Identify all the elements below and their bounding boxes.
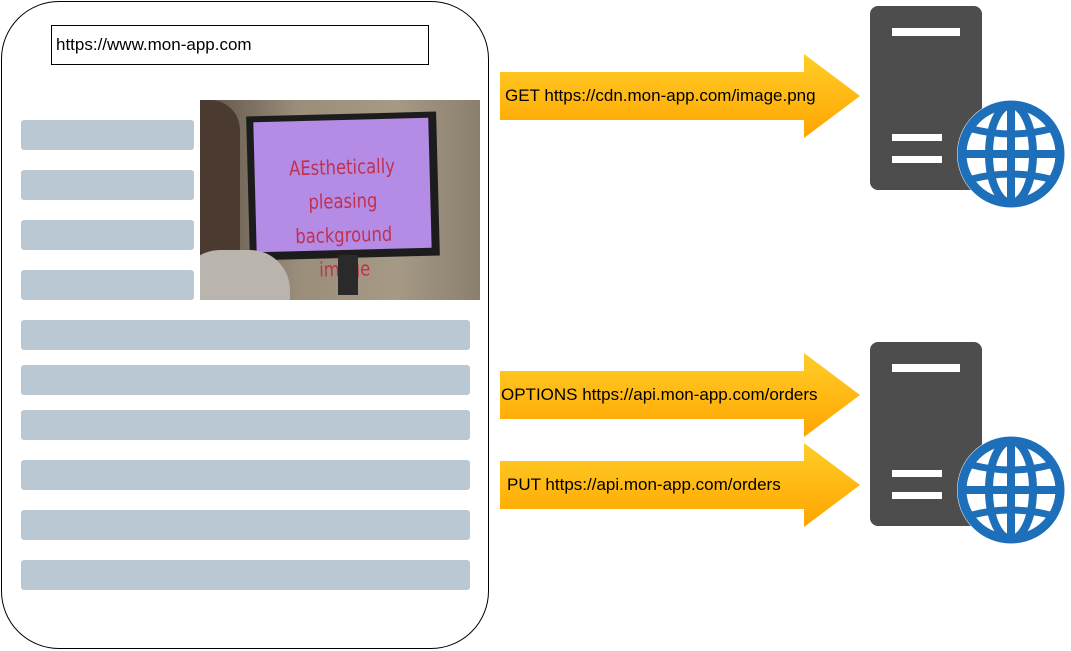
- request-label-put: PUT https://api.mon-app.com/orders: [507, 475, 781, 494]
- content-placeholder-bar: [21, 320, 470, 350]
- content-placeholder-bar: [21, 170, 194, 200]
- content-placeholder-bar: [21, 270, 194, 300]
- content-placeholder-bar: [21, 120, 194, 150]
- image-caption-line-1: AEsthetically pleasing: [288, 153, 396, 214]
- request-arrow-options: [500, 353, 860, 437]
- request-arrow-put: [500, 443, 860, 527]
- background-image: AEsthetically pleasing background image: [200, 100, 480, 300]
- request-arrow-get: [500, 54, 860, 138]
- request-label-get: GET https://cdn.mon-app.com/image.png: [505, 86, 816, 105]
- content-placeholder-bar: [21, 365, 470, 395]
- content-placeholder-bar: [21, 510, 470, 540]
- content-placeholder-bar: [21, 410, 470, 440]
- content-placeholder-bar: [21, 220, 194, 250]
- request-label-options: OPTIONS https://api.mon-app.com/orders: [501, 385, 818, 404]
- monitor-in-photo: AEsthetically pleasing background image: [246, 111, 440, 282]
- content-placeholder-bar: [21, 460, 470, 490]
- url-bar[interactable]: https://www.mon-app.com: [51, 25, 429, 65]
- server-globe-icon: [870, 6, 1065, 208]
- content-placeholder-bar: [21, 560, 470, 590]
- server-globe-icon: [870, 342, 1065, 544]
